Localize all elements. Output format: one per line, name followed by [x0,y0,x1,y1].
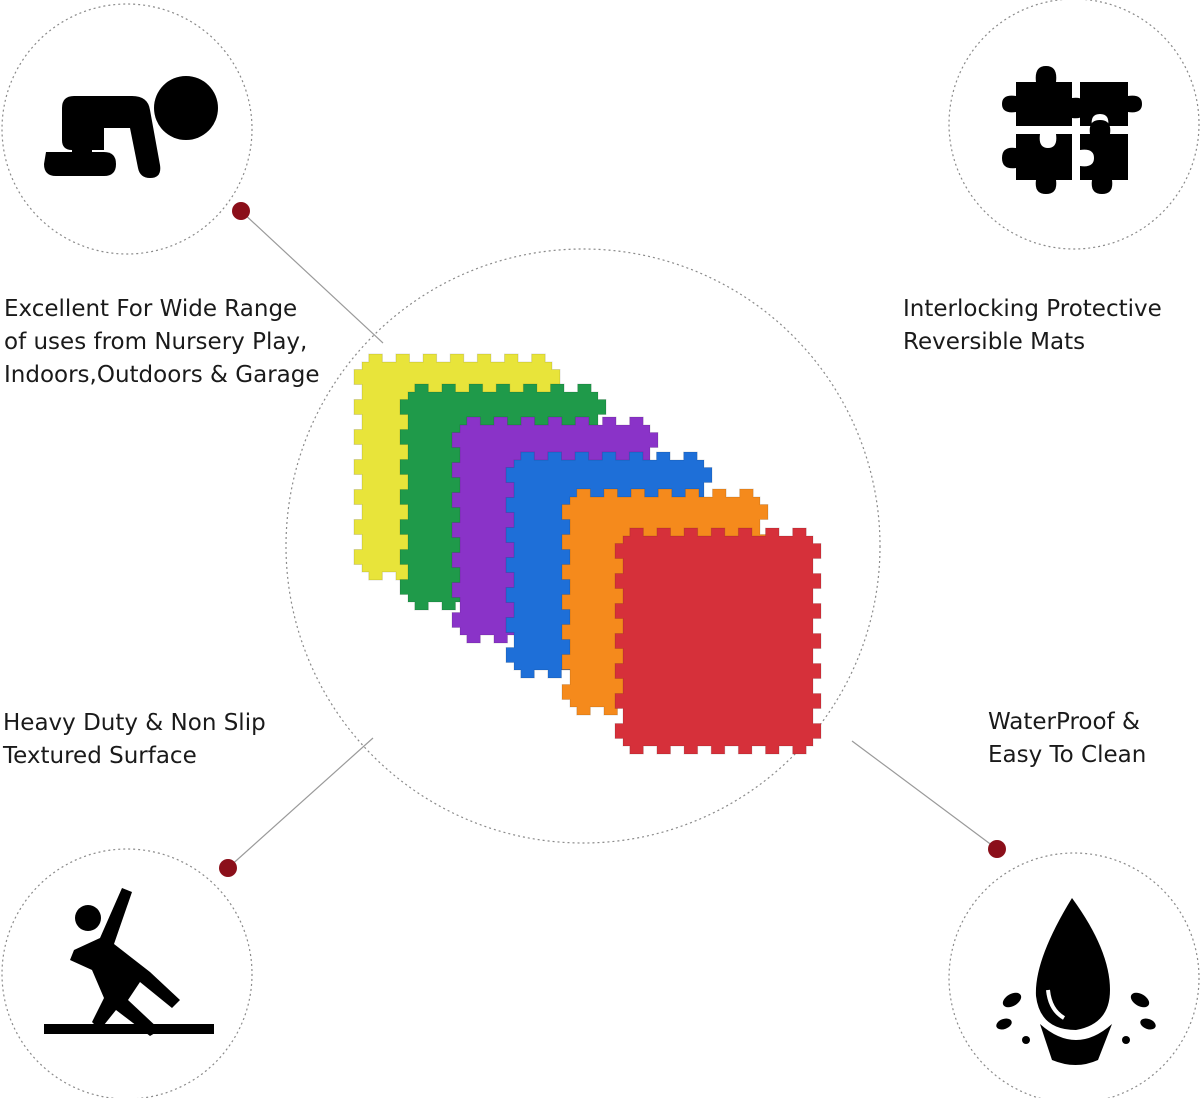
puzzle-pieces-icon [1002,66,1142,194]
feature-line: Excellent For Wide Range [4,296,298,322]
feature-line: Heavy Duty & Non Slip [3,710,266,736]
feature-text-bottom-left: Heavy Duty & Non Slip Textured Surface [3,707,266,773]
feature-line: Textured Surface [3,743,197,769]
foam-mat-tile [614,527,822,755]
feature-line: of uses from Nursery Play, [4,329,308,355]
connector-line-top-left [240,210,384,344]
feature-line: WaterProof & [988,709,1140,735]
center-circle [285,248,881,844]
feature-text-top-right: Interlocking Protective Reversible Mats [903,293,1162,359]
connector-dot-top-left [232,202,250,220]
feature-line: Interlocking Protective [903,296,1162,322]
feature-line: Reversible Mats [903,329,1086,355]
stacked-foam-mats-image [353,353,822,755]
feature-circle-bottom-right [948,852,1200,1098]
connector-line-bottom-left [227,737,374,869]
crawling-baby-icon [44,76,218,178]
feature-circle-bottom-left [1,848,253,1098]
connector-dot-bottom-right [988,840,1006,858]
feature-text-top-left: Excellent For Wide Range of uses from Nu… [4,293,320,392]
connector-dot-bottom-left [219,859,237,877]
slipping-person-icon [44,888,214,1036]
water-drop-splash-icon [996,898,1156,1065]
connector-lines [227,210,998,869]
connector-line-bottom-right [851,740,998,850]
feature-circle-top-left [1,3,253,255]
feature-circle-top-right [948,0,1200,250]
feature-text-bottom-right: WaterProof & Easy To Clean [988,706,1146,772]
feature-line: Indoors,Outdoors & Garage [4,362,320,388]
feature-line: Easy To Clean [988,742,1147,768]
